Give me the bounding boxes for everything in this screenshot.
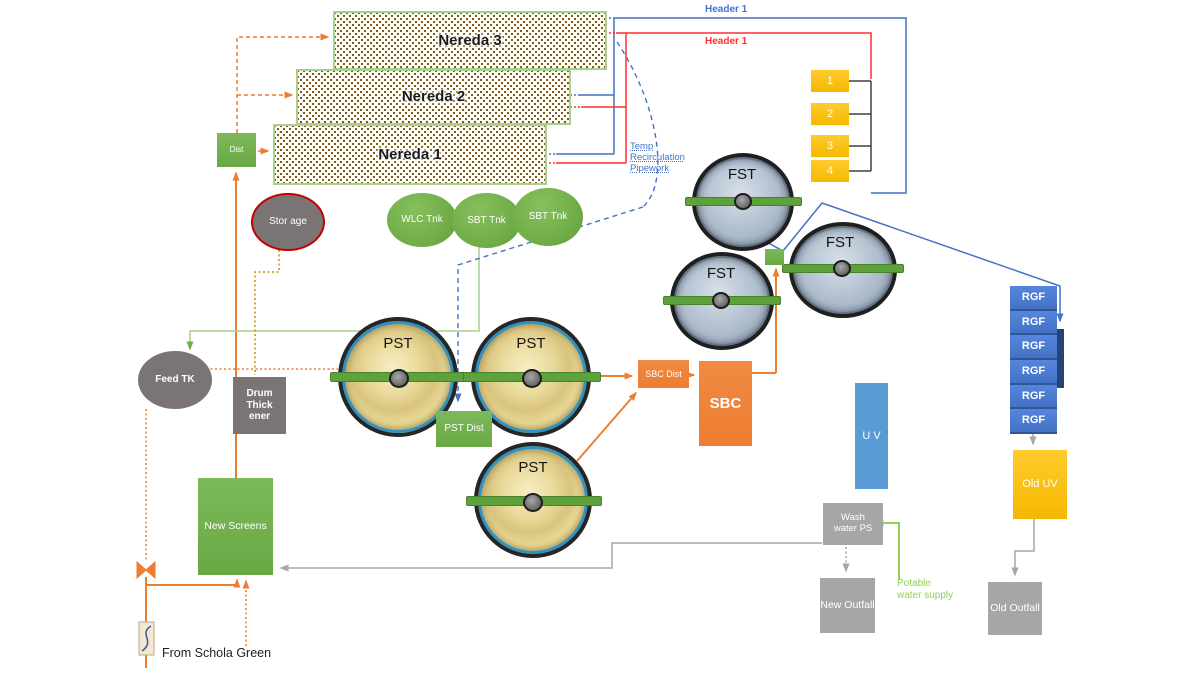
temp-recirculation-lines bbox=[454, 41, 659, 403]
fst-top-label: FST bbox=[727, 166, 757, 183]
new-screens-box: New Screens bbox=[198, 478, 273, 575]
header-1-blue-label: Header 1 bbox=[705, 4, 748, 15]
old-uv-box: Old UV bbox=[1013, 450, 1067, 519]
wash-water-ps-box: Wash water PS bbox=[823, 503, 883, 545]
wlc-tank: WLC Tnk bbox=[387, 193, 457, 247]
pst-3-label: PST bbox=[518, 459, 548, 476]
sbc-dist-box: SBC Dist bbox=[638, 360, 689, 388]
pst-dist-box: PST Dist bbox=[436, 411, 492, 447]
temp-recirculation-link[interactable]: Temp Recirculation Pipework bbox=[630, 141, 685, 175]
gray-return-lines bbox=[279, 432, 1037, 577]
from-schola-green-label: From Schola Green bbox=[162, 646, 272, 660]
fst-right-label: FST bbox=[825, 234, 855, 251]
pst-1-label: PST bbox=[383, 335, 413, 352]
nereda-feed-lines bbox=[236, 33, 330, 155]
pst-2-hub bbox=[522, 369, 542, 388]
pst-1-hub bbox=[389, 369, 409, 388]
rgf-filter-5: RGF bbox=[1010, 385, 1057, 409]
uv-box: U V bbox=[855, 383, 888, 489]
sludge-dotted-lines bbox=[145, 368, 338, 646]
fst-left-label: FST bbox=[706, 265, 736, 282]
rgf-manifold-bar bbox=[1057, 329, 1064, 388]
screw-pump-icon bbox=[138, 621, 155, 656]
rgf-filter-3: RGF bbox=[1010, 335, 1057, 360]
storage-line bbox=[254, 250, 280, 375]
sbt-tank-2: SBT Tnk bbox=[513, 188, 583, 246]
rgf-filter-1: RGF bbox=[1010, 286, 1057, 311]
red-header-lines bbox=[556, 32, 872, 164]
fst-left-hub bbox=[712, 292, 730, 309]
new-outfall-box: New Outfall bbox=[820, 578, 875, 633]
nereda-dist-box: Dist bbox=[217, 133, 256, 167]
drum-thickener-box: Drum Thick ener bbox=[233, 377, 286, 434]
potable-water-line bbox=[874, 519, 900, 580]
nereda-3-reactor: Nereda 3 bbox=[333, 11, 607, 70]
feed-tank: Feed TK bbox=[138, 351, 212, 409]
cell-manifold bbox=[849, 80, 872, 172]
nereda-2-reactor: Nereda 2 bbox=[296, 69, 571, 125]
header-1-red-label: Header 1 bbox=[705, 36, 748, 47]
cell-3-box: 3 bbox=[811, 135, 849, 157]
fst-top-hub bbox=[734, 193, 752, 210]
storage-tank: Stor age bbox=[251, 193, 325, 251]
pst-2-label: PST bbox=[516, 335, 546, 352]
sbc-box: SBC bbox=[699, 361, 752, 446]
potable-water-note: Potable water supply bbox=[897, 578, 954, 601]
old-outfall-box: Old Outfall bbox=[988, 582, 1042, 635]
rgf-filter-4: RGF bbox=[1010, 360, 1057, 385]
valve-icon bbox=[136, 560, 156, 580]
cell-4-box: 4 bbox=[811, 160, 849, 182]
liquor-return-line bbox=[186, 247, 480, 351]
cell-1-box: 1 bbox=[811, 70, 849, 92]
rgf-filter-2: RGF bbox=[1010, 311, 1057, 335]
fst-right-hub bbox=[833, 260, 851, 277]
sbt-tank-1: SBT Tnk bbox=[452, 193, 521, 248]
rgf-filter-6: RGF bbox=[1010, 409, 1057, 434]
cell-2-box: 2 bbox=[811, 103, 849, 125]
pst-3-hub bbox=[523, 493, 543, 512]
nereda-1-reactor: Nereda 1 bbox=[273, 124, 547, 185]
fst-distribution-box bbox=[765, 249, 784, 265]
